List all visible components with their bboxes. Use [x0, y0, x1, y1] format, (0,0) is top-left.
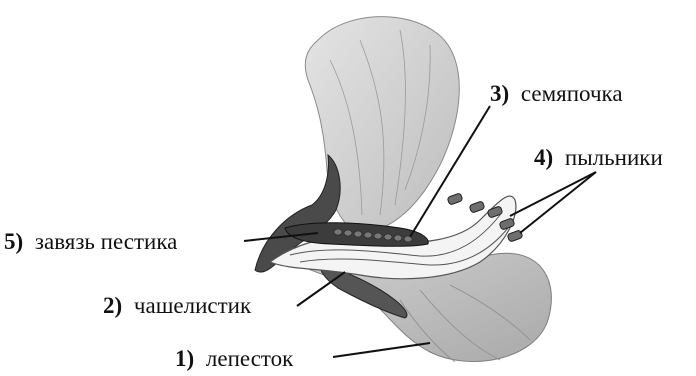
label-4: 4) пыльники — [534, 145, 663, 170]
label-2-text: чашелистик — [134, 293, 252, 318]
label-1-text: лепесток — [206, 346, 294, 371]
label-5-text: завязь пестика — [35, 229, 177, 254]
label-5-number: 5) — [4, 229, 23, 254]
label-3: 3) семяпочка — [490, 81, 623, 106]
label-5: 5) завязь пестика — [4, 229, 177, 254]
leader-line-4a — [510, 172, 596, 216]
leader-line-1 — [333, 343, 430, 357]
label-4-text: пыльники — [565, 145, 663, 170]
label-2: 2) чашелистик — [103, 293, 252, 318]
label-1: 1) лепесток — [175, 346, 294, 371]
leader-line-2 — [297, 272, 345, 306]
label-2-number: 2) — [103, 293, 122, 318]
label-3-number: 3) — [490, 81, 509, 106]
label-1-number: 1) — [175, 346, 194, 371]
label-3-text: семяпочка — [521, 81, 623, 106]
leader-line-4b — [520, 172, 596, 233]
label-4-number: 4) — [534, 145, 553, 170]
